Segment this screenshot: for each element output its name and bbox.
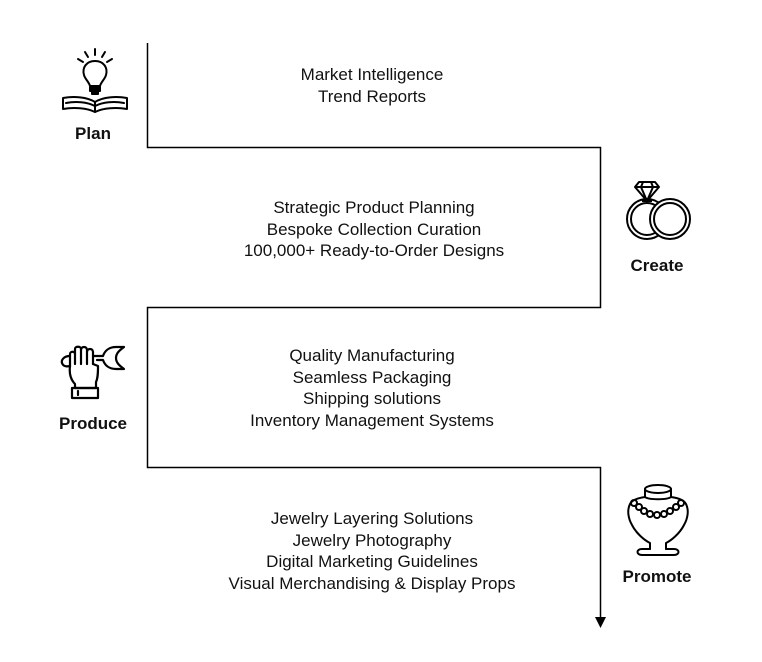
stage-item: Shipping solutions bbox=[303, 389, 441, 408]
hand-wrench-icon bbox=[60, 345, 126, 400]
stage-items-create: Strategic Product Planning Bespoke Colle… bbox=[200, 197, 548, 262]
stage-items-promote: Jewelry Layering Solutions Jewelry Photo… bbox=[190, 508, 554, 594]
stage-item: Visual Merchandising & Display Props bbox=[228, 573, 516, 593]
stage-item: 100,000+ Ready-to-Order Designs bbox=[243, 241, 505, 260]
stage-label-create: Create bbox=[630, 256, 684, 275]
stage-item: Quality Manufacturing bbox=[289, 346, 455, 365]
stage-items-plan: Market Intelligence Trend Reports bbox=[222, 64, 522, 107]
stage-label-promote: Promote bbox=[622, 567, 692, 586]
necklace-bust-icon bbox=[627, 484, 689, 556]
stage-item: Seamless Packaging bbox=[292, 367, 452, 387]
stage-item: Jewelry Layering Solutions bbox=[270, 509, 474, 528]
stage-item: Inventory Management Systems bbox=[250, 410, 494, 430]
stage-item: Jewelry Photography bbox=[292, 530, 452, 550]
stage-item: Market Intelligence bbox=[300, 65, 444, 84]
diamond-rings-icon bbox=[626, 181, 691, 240]
stage-item: Bespoke Collection Curation bbox=[266, 219, 482, 239]
stage-item: Trend Reports bbox=[317, 86, 427, 106]
stage-item: Digital Marketing Guidelines bbox=[266, 552, 478, 571]
arrow-head-icon bbox=[595, 617, 606, 628]
stage-item: Strategic Product Planning bbox=[273, 198, 475, 217]
stage-items-produce: Quality Manufacturing Seamless Packaging… bbox=[212, 345, 532, 431]
lightbulb-book-icon bbox=[62, 48, 128, 113]
stage-label-plan: Plan bbox=[75, 124, 111, 143]
stage-label-produce: Produce bbox=[58, 414, 128, 433]
flow-line bbox=[146, 43, 602, 617]
